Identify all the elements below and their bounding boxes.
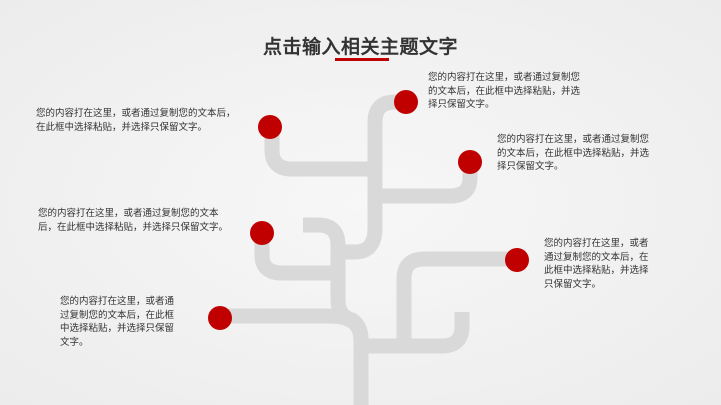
node-dot-5 <box>505 248 529 272</box>
text-line: 中选择粘贴，并选择只保留 <box>60 323 175 335</box>
text-line: 择只保留文字。 <box>497 161 564 173</box>
text-line: 文字。 <box>60 336 89 348</box>
text-line: 您的内容打在这里，或者通过复制您 <box>428 72 581 83</box>
text-line: 择只保留文字。 <box>428 99 495 111</box>
branch-3 <box>375 162 478 204</box>
text-line: 只保留文字。 <box>544 278 602 290</box>
text-block-3: 您的内容打在这里，或者通过复制您 的文本后，在此框中选择粘贴，并选 择只保留文字… <box>497 133 649 174</box>
text-line: 您的内容打在这里，或者通过复制您的文本 <box>38 208 219 219</box>
text-block-1: 您的内容打在这里，或者通过复制您的文本后， 在此框中选择粘贴，并选择只保留文字。 <box>36 107 236 134</box>
text-line: 您的内容打在这里，或者通 <box>60 296 175 307</box>
branch-top-trunk <box>338 94 406 260</box>
text-block-6: 您的内容打在这里，或者通 过复制您的文本后，在此框 中选择粘贴，并选择只保留 文… <box>60 295 174 349</box>
slide-title: 点击输入相关主题文字 <box>262 36 458 58</box>
text-line: 的文本后，在此框中选择粘贴，并选 <box>497 147 650 159</box>
branch-right-hook <box>361 312 470 354</box>
text-line: 在此框中选择粘贴，并选择只保留文字。 <box>36 121 208 133</box>
node-dot-6 <box>208 306 232 330</box>
text-block-5: 您的内容打在这里，或者 通过复制您的文本后，在 此框中选择粘贴，并选择 只保留文… <box>544 237 649 291</box>
node-dot-4 <box>250 221 274 245</box>
text-block-4: 您的内容打在这里，或者通过复制您的文本 后，在此框中选择粘贴，并选择只保留文字。 <box>38 207 228 234</box>
branch-6 <box>220 308 369 341</box>
text-line: 过复制您的文本后，在此框 <box>60 309 175 321</box>
node-dot-3 <box>458 150 482 174</box>
branch-5 <box>396 251 517 346</box>
text-line: 的文本后，在此框中选择粘贴，并选 <box>428 85 581 97</box>
text-line: 您的内容打在这里，或者 <box>544 238 649 249</box>
text-line: 您的内容打在这里，或者通过复制您 <box>497 134 650 145</box>
text-line: 此框中选择粘贴，并选择 <box>544 265 649 277</box>
node-dot-1 <box>258 115 282 139</box>
node-dot-2 <box>394 90 418 114</box>
branch-1 <box>264 127 375 177</box>
text-line: 您的内容打在这里，或者通过复制您的文本后， <box>36 108 236 119</box>
title-underline <box>335 58 389 61</box>
branch-4 <box>254 233 338 281</box>
text-block-2: 您的内容打在这里，或者通过复制您 的文本后，在此框中选择粘贴，并选 择只保留文字… <box>428 71 580 112</box>
text-line: 后，在此框中选择粘贴，并选择只保留文字。 <box>38 221 229 233</box>
text-line: 通过复制您的文本后，在 <box>544 251 649 263</box>
